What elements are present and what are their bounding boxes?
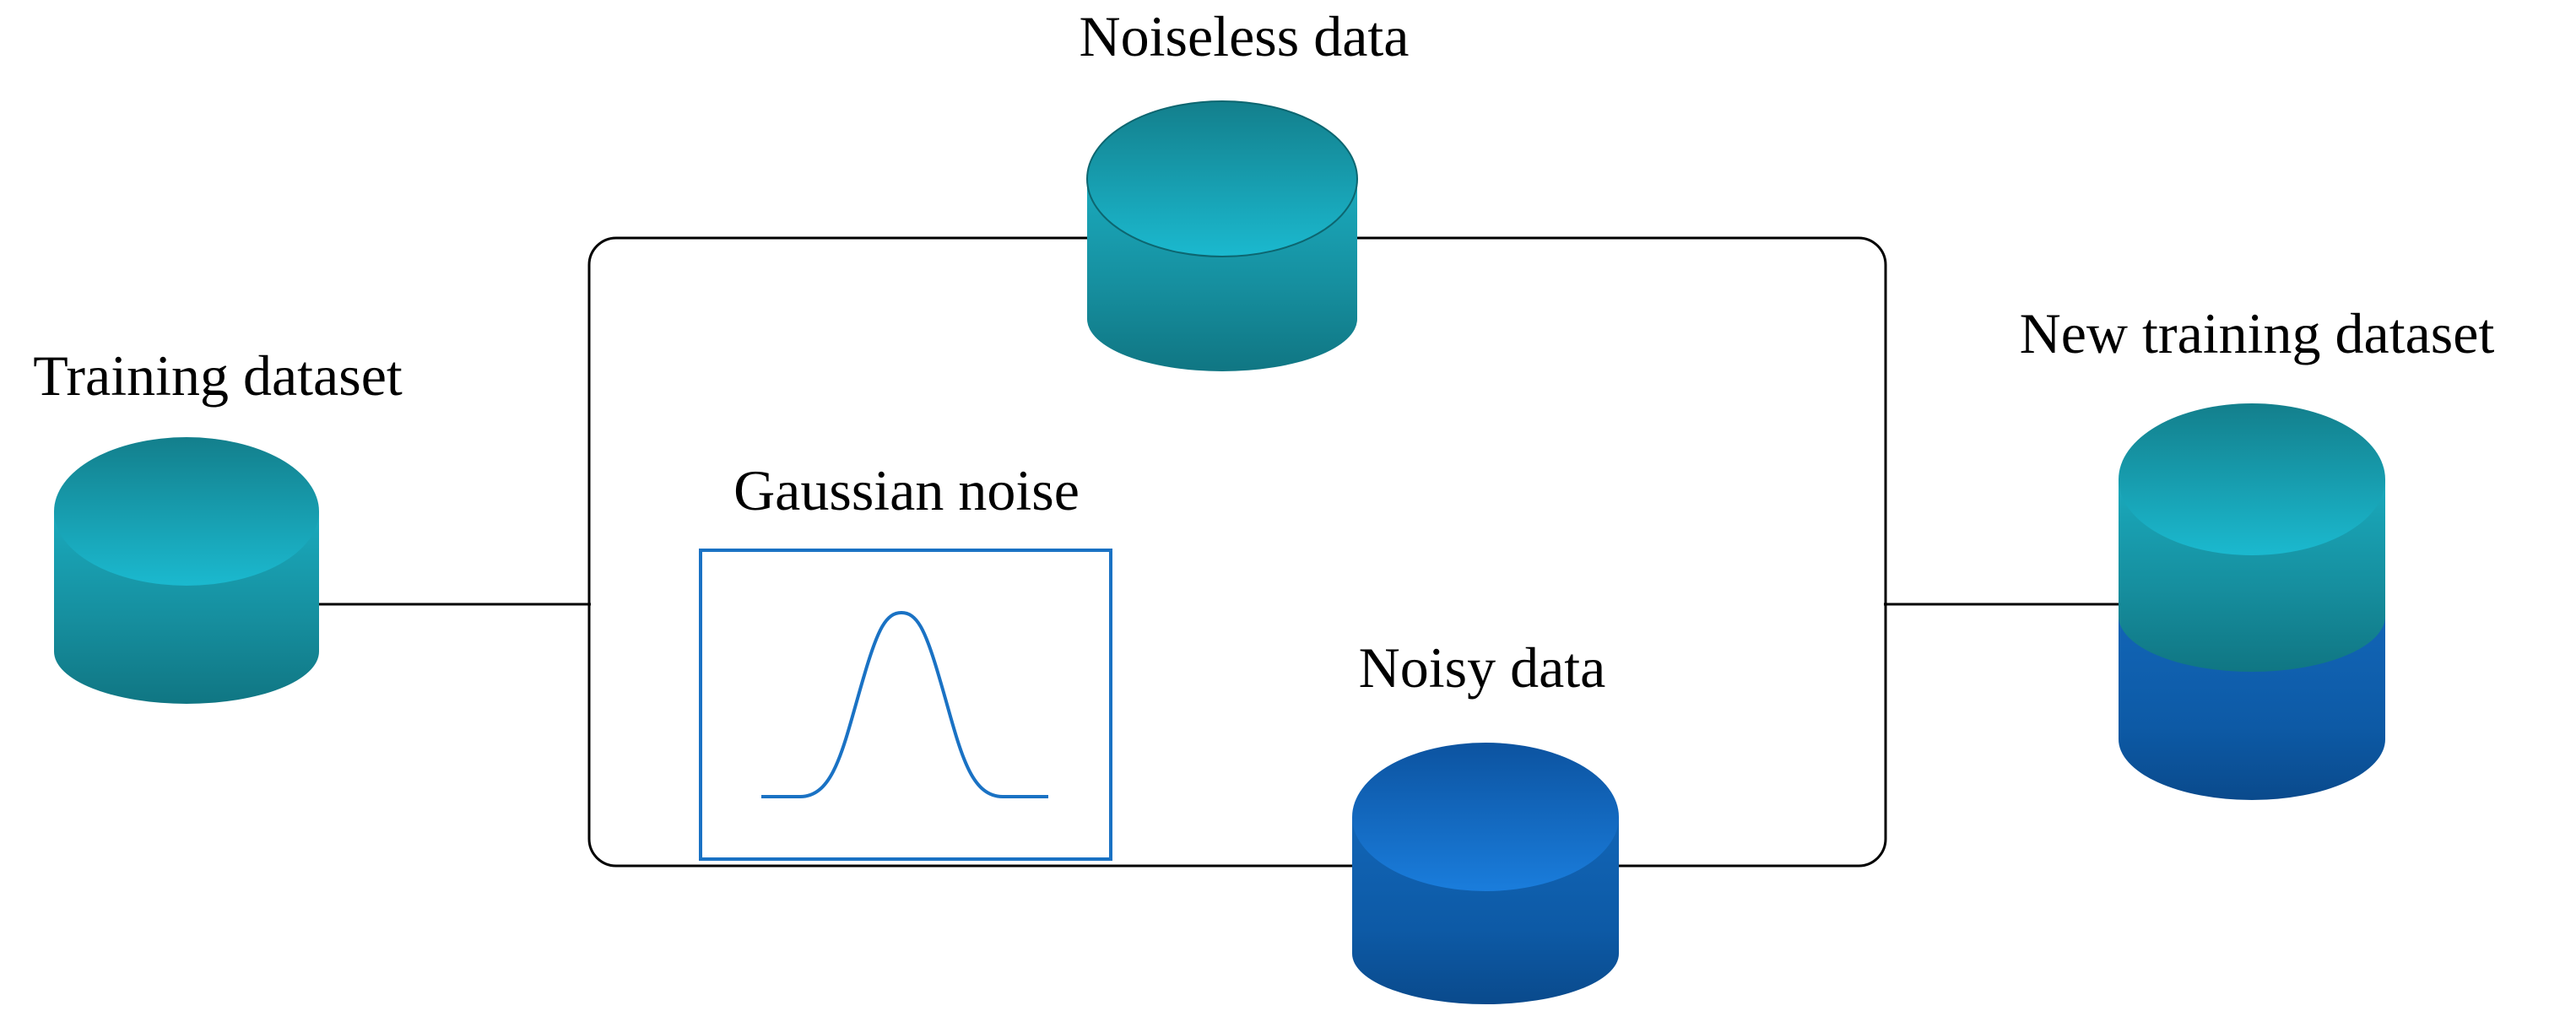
training-dataset-cylinder [54,437,319,704]
gaussian-noise-box [699,549,1112,861]
label-noisy-data: Noisy data [1359,635,1606,700]
label-noiseless-data: Noiseless data [1080,4,1410,68]
noisy-data-cylinder [1352,743,1619,1004]
label-gaussian-noise: Gaussian noise [733,458,1080,522]
noiseless-data-cylinder [1086,100,1358,371]
new-training-dataset-cylinder [2119,403,2385,800]
label-new-training-dataset: New training dataset [2020,301,2495,365]
label-training-dataset: Training dataset [33,343,403,408]
gaussian-curve [761,610,1048,798]
